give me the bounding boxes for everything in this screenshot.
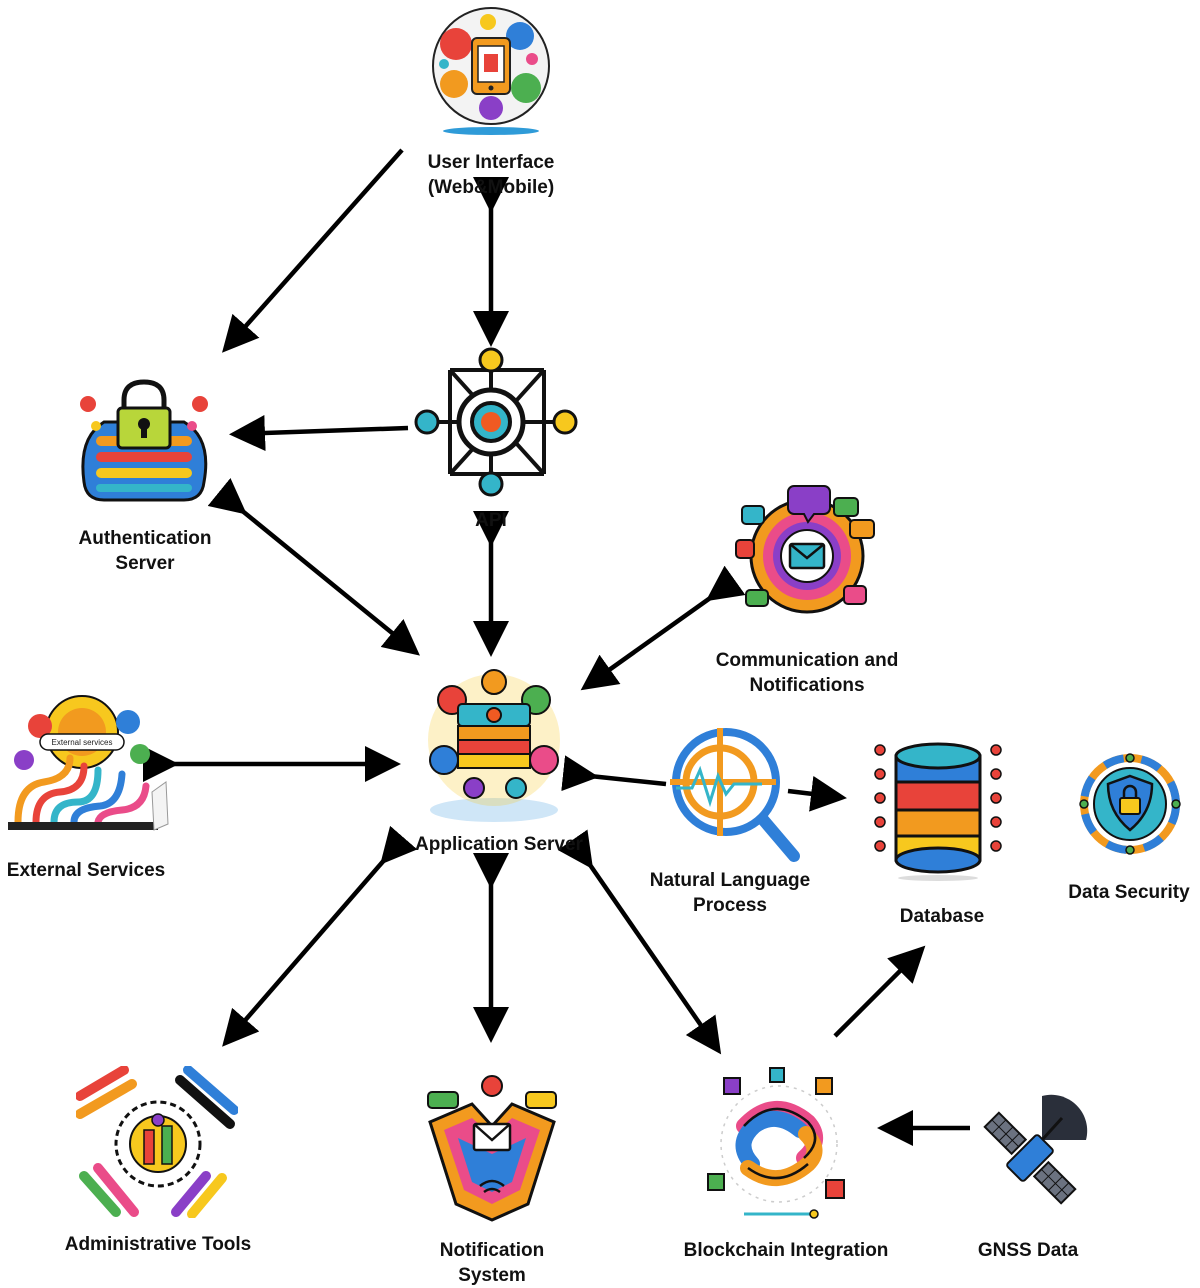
arrow-ui-to-auth	[222, 148, 404, 353]
arrow-app-nlp	[561, 755, 667, 792]
arrow-app-admin	[222, 825, 418, 1047]
authentication-server-icon	[80, 379, 208, 502]
administrative-tools-icon	[76, 1066, 238, 1218]
gnss-label: GNSS Data	[977, 1240, 1079, 1261]
arrow-comm-app	[580, 565, 746, 691]
data-security-icon	[1079, 753, 1181, 855]
arrow-app-blockchain	[557, 829, 722, 1055]
arrow-auth-app	[207, 477, 420, 656]
data-security-label: Data Security	[1068, 882, 1190, 903]
blockchain-icon	[707, 1067, 845, 1219]
communication-icon	[735, 485, 875, 614]
satellite-icon	[983, 1094, 1088, 1205]
api-icon	[414, 347, 578, 497]
application-server-icon	[428, 669, 560, 822]
blockchain-label: Blockchain Integration	[683, 1240, 889, 1261]
user-interface-label: User Interface (Web&Mobile)	[427, 152, 555, 198]
arrow-blockchain-db	[833, 945, 926, 1038]
external-services-icon: External services	[8, 695, 169, 831]
notification-system-icon	[427, 1075, 557, 1222]
external-services-icon-text: External services	[52, 738, 113, 747]
api-label: API	[475, 510, 507, 531]
user-interface-icon	[432, 7, 550, 135]
notification-system-label: Notification System	[439, 1240, 545, 1286]
arrow-nlp-db	[787, 775, 847, 812]
application-server-label: Application Server	[415, 834, 583, 855]
database-label: Database	[899, 906, 985, 927]
external-services-label: External Services	[6, 860, 166, 881]
arrow-api-to-auth	[229, 415, 409, 452]
nlp-icon	[670, 728, 800, 862]
communication-label: Communication and Notifications	[715, 650, 899, 696]
administrative-tools-label: Administrative Tools	[64, 1234, 252, 1255]
database-icon	[874, 742, 1002, 881]
nlp-label: Natural Language Process	[649, 870, 811, 916]
authentication-server-label: Authentication Server	[78, 528, 212, 574]
